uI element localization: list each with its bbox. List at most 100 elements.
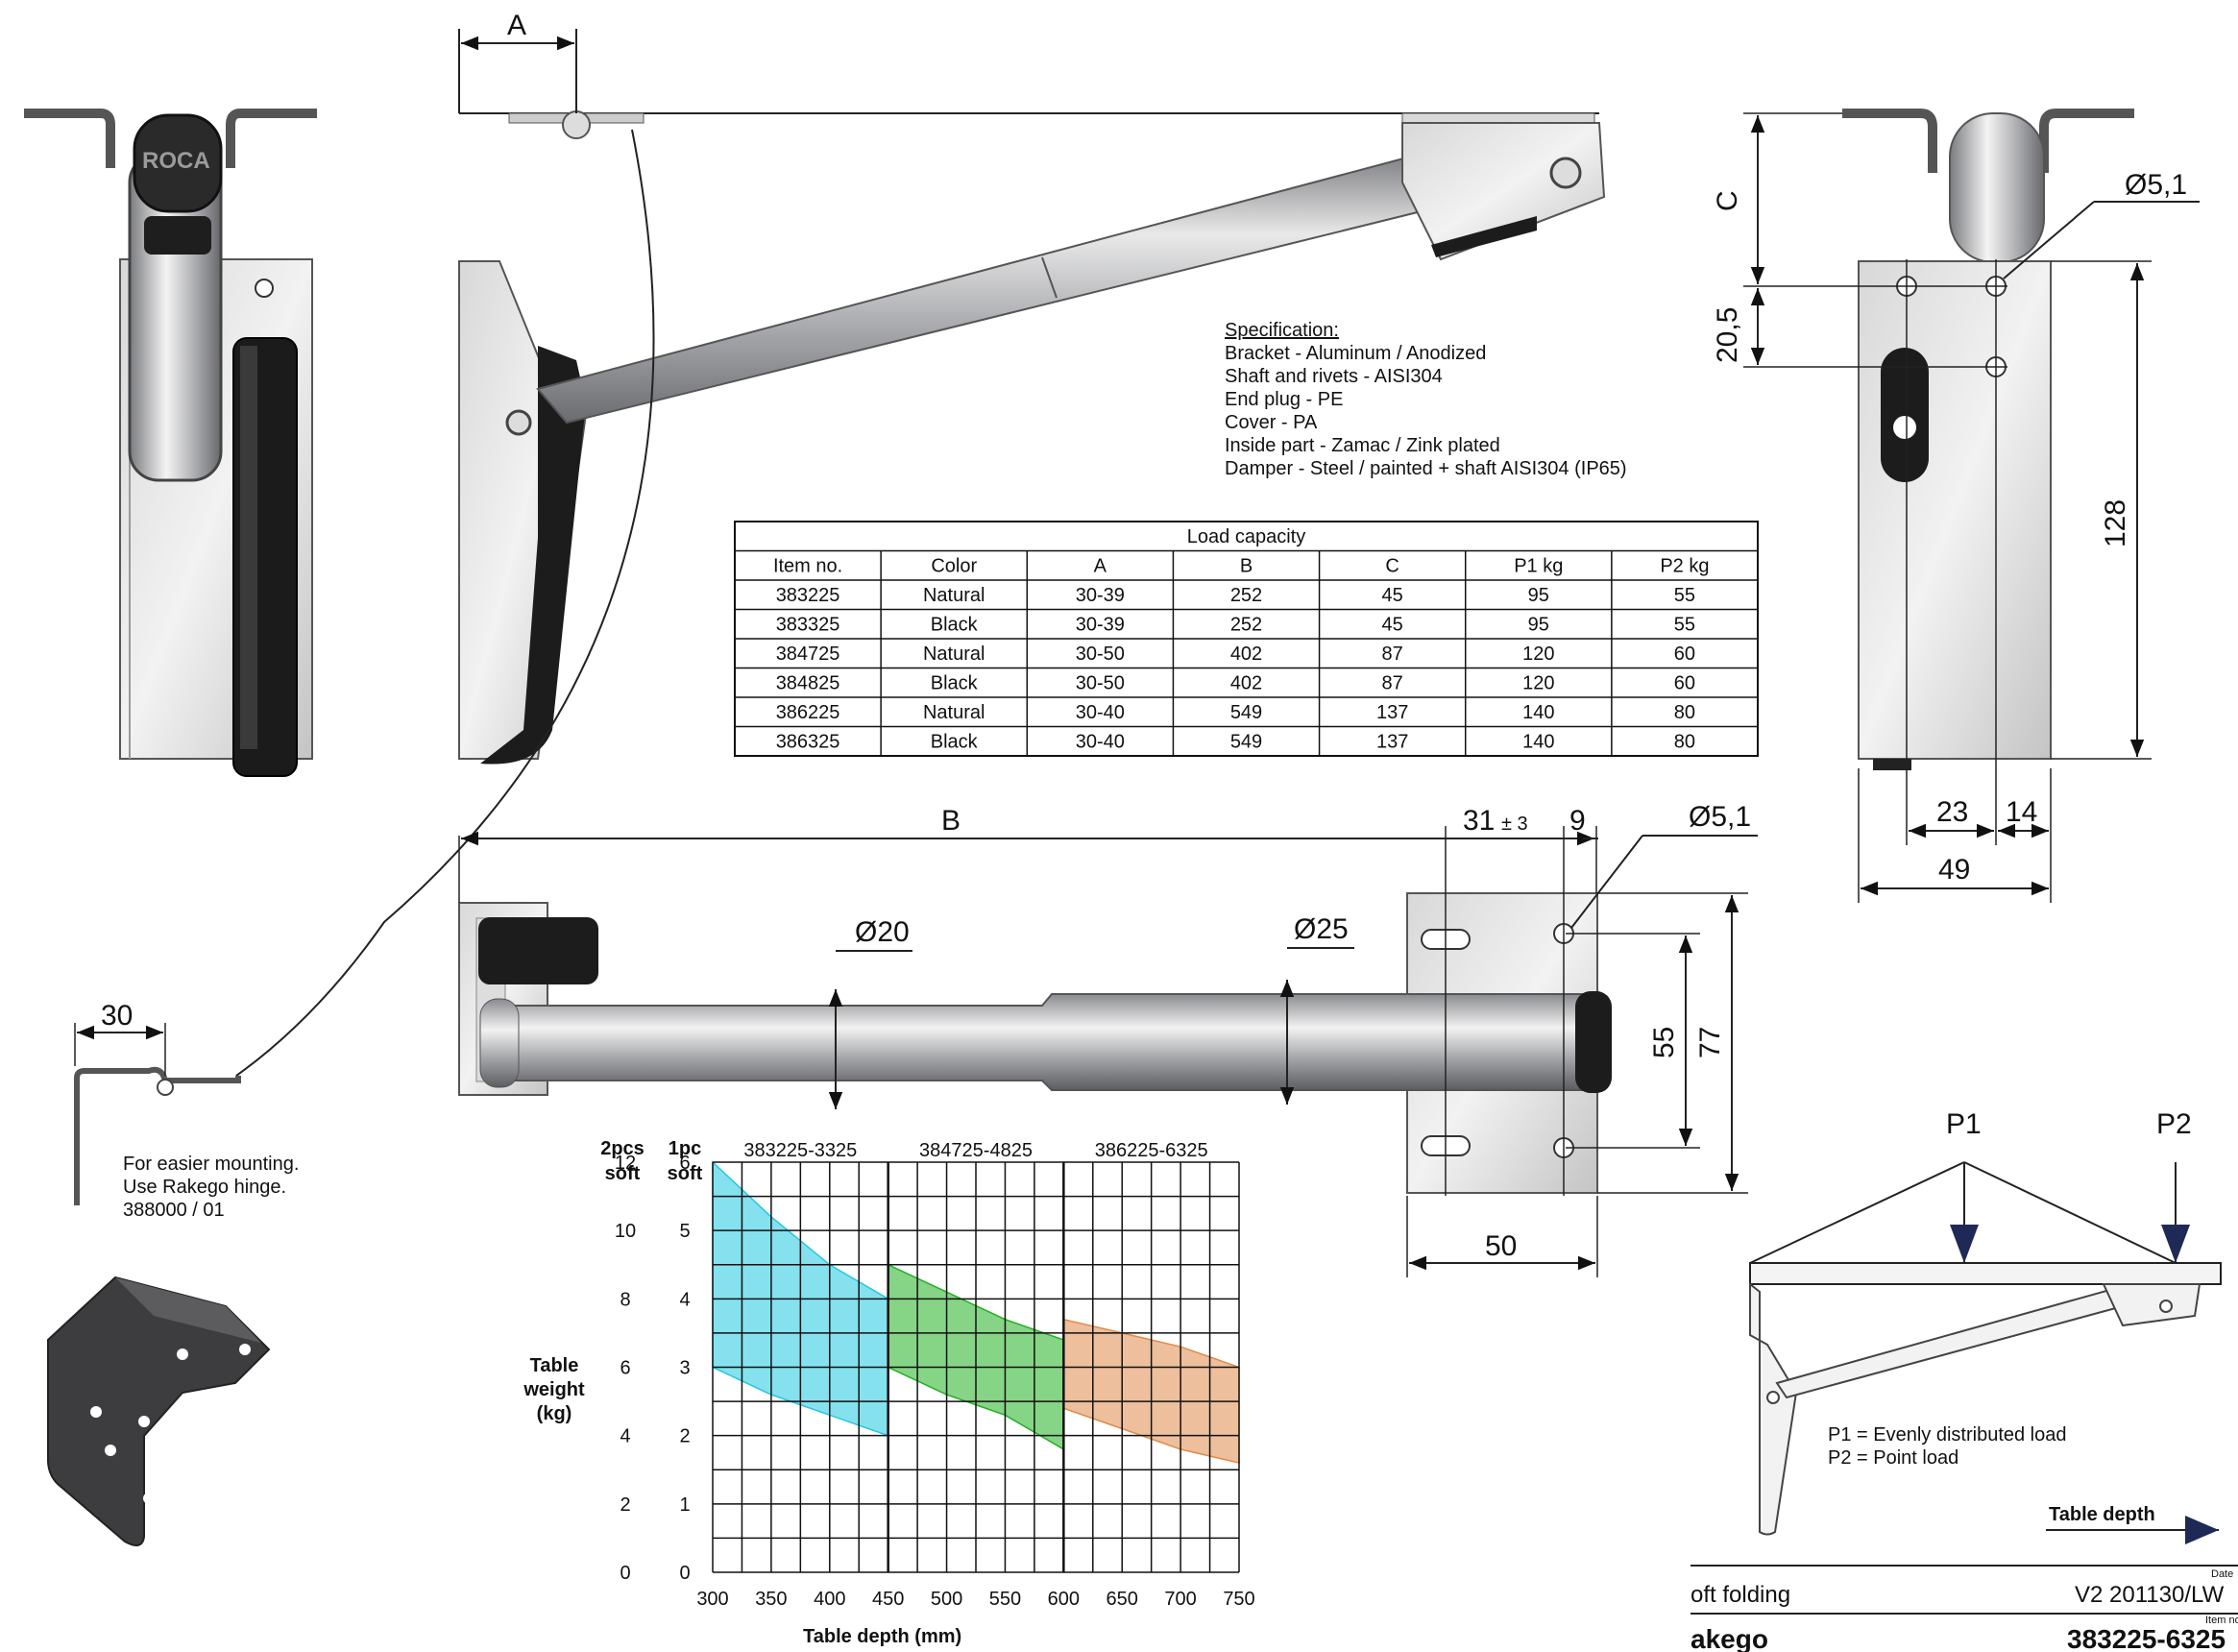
dim-14-label: 14 bbox=[2006, 796, 2037, 828]
x-tick-label: 350 bbox=[755, 1589, 787, 1610]
chart-ylabel-line: Table bbox=[530, 1355, 579, 1376]
dim-b-label: B bbox=[941, 805, 961, 837]
dim-phi-bottom-label: Ø5,1 bbox=[1689, 801, 1751, 833]
table-header-cell: A bbox=[1094, 556, 1107, 577]
dim-a-label: A bbox=[507, 10, 526, 41]
chart-ylabel-line: (kg) bbox=[537, 1403, 572, 1424]
y-tick-label-2pcs: 2 bbox=[620, 1494, 630, 1516]
spec-line: Bracket - Aluminum / Anodized bbox=[1225, 343, 1486, 364]
table-cell: 60 bbox=[1674, 644, 1695, 665]
y-tick-label-1pc: 0 bbox=[679, 1563, 690, 1584]
dim-tolerance-label: ± 3 bbox=[1501, 814, 1528, 835]
x-tick-label: 650 bbox=[1107, 1589, 1138, 1610]
table-cell: 30-50 bbox=[1076, 673, 1125, 694]
spec-line: Cover - PA bbox=[1225, 412, 1318, 433]
y-tick-label-1pc: 2 bbox=[679, 1426, 690, 1447]
table-cell: Black bbox=[931, 732, 979, 753]
x-tick-label: 600 bbox=[1048, 1589, 1080, 1610]
front-view bbox=[24, 109, 317, 777]
dim-55-label: 55 bbox=[1648, 1027, 1680, 1058]
table-cell: 95 bbox=[1528, 585, 1549, 606]
table-cell: 384825 bbox=[776, 673, 840, 694]
x-tick-label: 550 bbox=[989, 1589, 1021, 1610]
specification: Specification: Bracket - Aluminum / Anod… bbox=[1225, 320, 1627, 479]
table-cell: 137 bbox=[1376, 702, 1408, 723]
brand-fragment: akego bbox=[1691, 1624, 1768, 1652]
table-header-cell: C bbox=[1385, 556, 1399, 577]
spec-line: End plug - PE bbox=[1225, 389, 1343, 410]
table-cell: 45 bbox=[1382, 585, 1403, 606]
p1-label: P1 bbox=[1946, 1108, 1982, 1140]
table-header-cell: B bbox=[1240, 556, 1253, 577]
table-cell: Natural bbox=[923, 644, 985, 665]
table-cell: 30-40 bbox=[1076, 732, 1125, 753]
table-cell: 55 bbox=[1674, 585, 1695, 606]
dim-phi20-label: Ø20 bbox=[855, 916, 910, 948]
table-cell: 402 bbox=[1230, 644, 1262, 665]
table-cell: 137 bbox=[1376, 732, 1408, 753]
series-label: 384725-4825 bbox=[919, 1140, 1033, 1161]
table-cell: 80 bbox=[1674, 702, 1695, 723]
table-cell: 45 bbox=[1382, 615, 1403, 636]
x-tick-label: 500 bbox=[931, 1589, 962, 1610]
table-cell: 386225 bbox=[776, 702, 840, 723]
dim-phi25-label: Ø25 bbox=[1294, 913, 1349, 945]
table-header-cell: Color bbox=[931, 556, 977, 577]
hinge-note-line1: For easier mounting. bbox=[123, 1154, 299, 1175]
y-tick-label-2pcs: 6 bbox=[620, 1358, 630, 1379]
dim-phi-top-label: Ø5,1 bbox=[2125, 169, 2187, 201]
dim-30-label: 30 bbox=[101, 1000, 133, 1032]
chart-header-1pc: soft bbox=[668, 1163, 703, 1184]
dim-128-label: 128 bbox=[2100, 499, 2131, 547]
table-cell: 80 bbox=[1674, 732, 1695, 753]
dim-9-label: 9 bbox=[1569, 805, 1586, 837]
table-cell: 30-50 bbox=[1076, 644, 1125, 665]
dim-31-label: 31 bbox=[1463, 805, 1495, 837]
x-tick-label: 450 bbox=[872, 1589, 904, 1610]
y-tick-label-1pc: 5 bbox=[679, 1221, 690, 1242]
x-tick-label: 400 bbox=[814, 1589, 845, 1610]
table-cell: 30-40 bbox=[1076, 702, 1125, 723]
table-cell: 386325 bbox=[776, 732, 840, 753]
spec-line: Shaft and rivets - AISI304 bbox=[1225, 366, 1443, 387]
spec-title: Specification: bbox=[1225, 320, 1339, 341]
bottom-view bbox=[458, 826, 1758, 1277]
table-cell: Black bbox=[931, 615, 979, 636]
table-cell: 87 bbox=[1382, 673, 1403, 694]
table-cell: 549 bbox=[1230, 732, 1262, 753]
y-tick-label-2pcs: 0 bbox=[620, 1563, 630, 1584]
title-block bbox=[1691, 1565, 2238, 1615]
table-cell: 383325 bbox=[776, 615, 840, 636]
side-view bbox=[235, 29, 1606, 1077]
table-cell: 383225 bbox=[776, 585, 840, 606]
table-cell: Black bbox=[931, 673, 979, 694]
hinge-detail bbox=[47, 1023, 271, 1546]
y-tick-label-2pcs: 8 bbox=[620, 1289, 630, 1310]
y-tick-label-2pcs: 12 bbox=[615, 1153, 636, 1174]
dim-c-label: C bbox=[1712, 190, 1743, 211]
series-label: 383225-3325 bbox=[743, 1140, 857, 1161]
table-cell: 95 bbox=[1528, 615, 1549, 636]
table-cell: 140 bbox=[1522, 702, 1554, 723]
table-cell: 120 bbox=[1522, 644, 1554, 665]
dim-49-label: 49 bbox=[1938, 854, 1970, 886]
dim-77-label: 77 bbox=[1694, 1027, 1726, 1058]
legend-p2: P2 = Point load bbox=[1828, 1447, 1958, 1469]
hinge-note-line2: Use Rakego hinge. bbox=[123, 1177, 286, 1198]
x-tick-label: 700 bbox=[1164, 1589, 1196, 1610]
table-header-cell: Item no. bbox=[773, 556, 842, 577]
spec-line: Inside part - Zamac / Zink plated bbox=[1225, 435, 1500, 456]
y-tick-label-1pc: 3 bbox=[679, 1358, 690, 1379]
table-cell: Natural bbox=[923, 585, 985, 606]
product-fragment: oft folding bbox=[1691, 1582, 1790, 1608]
table-depth-label: Table depth bbox=[2049, 1504, 2155, 1525]
spec-line: Damper - Steel / painted + shaft AISI304… bbox=[1225, 458, 1627, 479]
hinge-note-line3: 388000 / 01 bbox=[123, 1200, 225, 1221]
chart-header-1pc: 1pc bbox=[669, 1138, 701, 1159]
x-tick-label: 750 bbox=[1223, 1589, 1254, 1610]
dim-23-label: 23 bbox=[1936, 796, 1968, 828]
dim-50-label: 50 bbox=[1485, 1230, 1517, 1262]
